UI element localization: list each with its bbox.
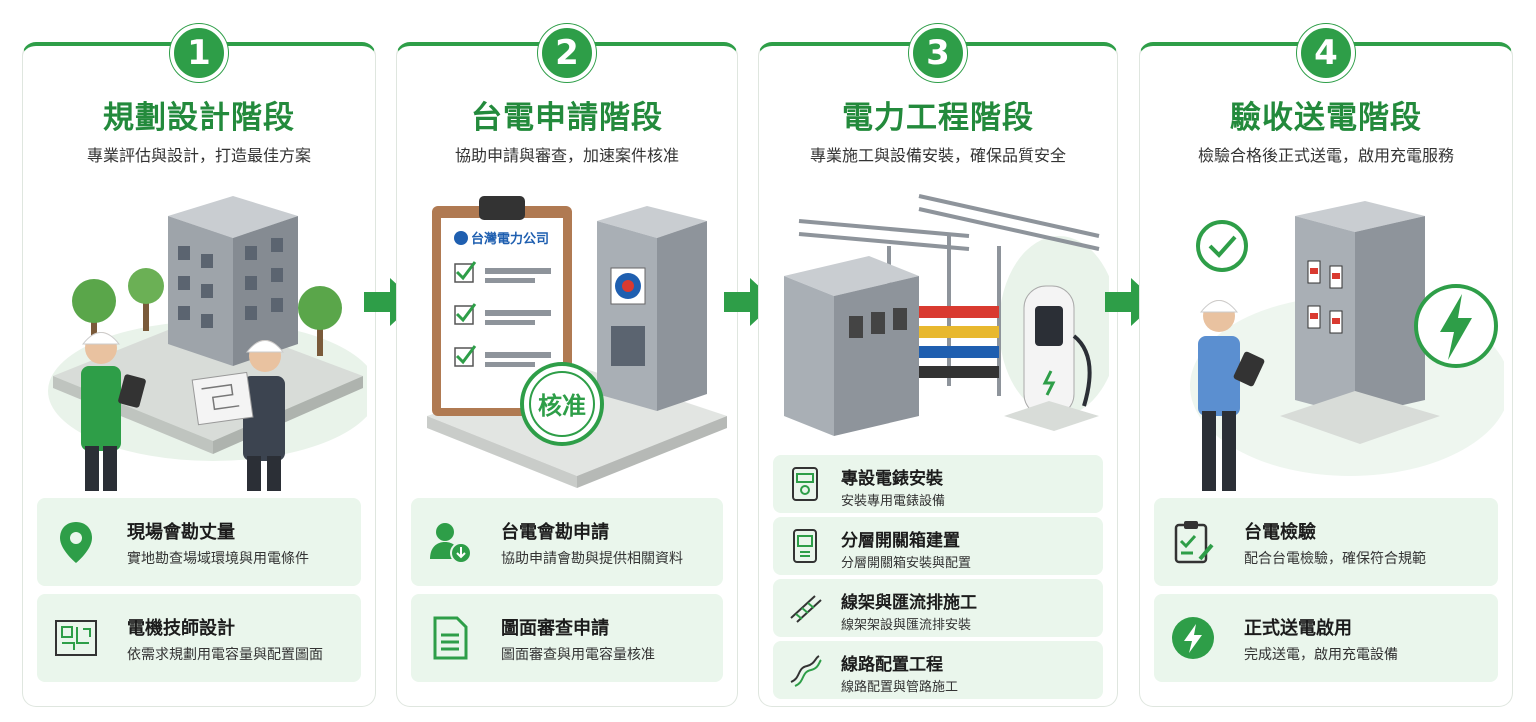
stage-subtitle: 專業評估與設計，打造最佳方案 (86, 146, 311, 165)
item-title: 台電檢驗 (1244, 522, 1316, 543)
clipboard-check-icon (1174, 521, 1214, 564)
stage-card-application: 2 台電申請階段 協助申請與審查，加速案件核准 台灣電力公司 核准 (396, 24, 738, 707)
approved-stamp: 核准 (538, 392, 586, 420)
item-desc: 線架架設與匯流排安裝 (841, 618, 972, 633)
switchbox-icon (793, 529, 817, 563)
item-title: 線路配置工程 (841, 655, 943, 675)
construction-illustration (784, 194, 1109, 436)
stage-subtitle: 專業施工與設備安裝，確保品質安全 (809, 146, 1066, 165)
stage-card-planning: 1 規劃設計階段 專業評估與設計，打造最佳方案 (22, 24, 376, 707)
stage-title: 電力工程階段 (842, 100, 1034, 136)
item-desc: 分層開關箱安裝與配置 (841, 556, 972, 571)
item-switchbox: 分層開關箱建置 分層開關箱安裝與配置 (773, 517, 1103, 575)
clipboard-header: 台灣電力公司 (471, 231, 549, 247)
acceptance-illustration (1190, 201, 1504, 491)
stage-title: 驗收送電階段 (1230, 100, 1422, 136)
stage-card-construction: 3 電力工程階段 專業施工與設備安裝，確保品質安全 (758, 24, 1118, 707)
item-desc: 完成送電，啟用充電設備 (1244, 647, 1398, 663)
wiring-icon (790, 655, 822, 687)
stage-title: 規劃設計階段 (103, 100, 295, 136)
item-wiring: 線路配置工程 線路配置與管路施工 (773, 641, 1103, 699)
blueprint-icon (55, 620, 97, 656)
item-drawing-review: 圖面審查申請 圖面審查與用電容量核准 (411, 594, 723, 682)
item-title: 台電會勘申請 (501, 522, 609, 543)
item-taipower-inspection: 台電檢驗 配合台電檢驗，確保符合規範 (1154, 498, 1498, 586)
item-desc: 實地勘查場域環境與用電條件 (127, 551, 309, 567)
step-number: 3 (909, 24, 967, 82)
document-icon (433, 616, 468, 660)
item-title: 圖面審查申請 (501, 618, 609, 639)
item-desc: 線路配置與管路施工 (841, 680, 959, 695)
item-desc: 依需求規劃用電容量與配置圖面 (127, 647, 323, 663)
person-download-icon (430, 523, 472, 564)
item-site-survey: 現場會勘丈量 實地勘查場域環境與用電條件 (37, 498, 361, 586)
item-desc: 配合台電檢驗，確保符合規範 (1244, 551, 1426, 567)
application-illustration: 台灣電力公司 核准 (427, 196, 727, 488)
item-power-on: 正式送電啟用 完成送電，啟用充電設備 (1154, 594, 1498, 682)
planning-illustration (48, 196, 367, 491)
location-pin-icon (60, 522, 92, 563)
inspector-figure (1198, 300, 1265, 491)
engineer-figure (191, 340, 285, 491)
step-number: 1 (170, 24, 228, 82)
item-meter-install: 專設電錶安裝 安裝專用電錶設備 (773, 455, 1103, 513)
stage-subtitle: 協助申請與審查，加速案件核准 (454, 146, 679, 165)
stage-subtitle: 檢驗合格後正式送電，啟用充電服務 (1197, 146, 1454, 165)
item-title: 專設電錶安裝 (841, 469, 943, 489)
stage-title: 台電申請階段 (471, 100, 663, 136)
stage-card-acceptance: 4 驗收送電階段 檢驗合格後正式送電，啟用充電服務 (1139, 24, 1513, 707)
meter-icon (792, 467, 818, 501)
lightning-icon (1172, 617, 1214, 659)
engineer-figure (81, 332, 146, 491)
item-desc: 圖面審查與用電容量核准 (501, 647, 655, 663)
item-title: 電機技師設計 (127, 618, 235, 639)
step-number: 2 (538, 24, 596, 82)
item-site-survey-application: 台電會勘申請 協助申請會勘與提供相關資料 (411, 498, 723, 586)
item-title: 現場會勘丈量 (127, 522, 235, 543)
item-title: 線架與匯流排施工 (841, 593, 977, 613)
cable-tray-icon (790, 595, 822, 623)
item-title: 分層開關箱建置 (841, 531, 960, 551)
item-cable-tray: 線架與匯流排施工 線架架設與匯流排安裝 (773, 579, 1103, 637)
step-number: 4 (1297, 24, 1355, 82)
item-engineer-design: 電機技師設計 依需求規劃用電容量與配置圖面 (37, 594, 361, 682)
tree-icon (72, 268, 342, 356)
item-title: 正式送電啟用 (1244, 618, 1352, 639)
item-desc: 協助申請會勘與提供相關資料 (501, 551, 683, 567)
item-desc: 安裝專用電錶設備 (841, 494, 946, 509)
